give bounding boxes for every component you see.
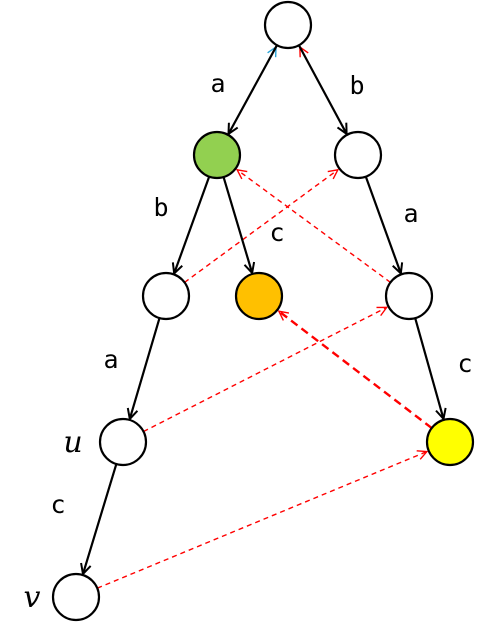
node-bac [425,417,475,467]
edge-label-root-to-a: a [210,69,225,98]
trie-nodes: uv [24,0,475,622]
node-a [192,130,242,180]
link-aba-to-ba [143,307,386,433]
edge-ab-to-aba [130,317,161,419]
edge-label-b-to-ba: a [403,199,418,228]
node-abac [51,572,101,622]
node-label-u: u [63,425,82,460]
edge-a-to-ab [174,176,211,274]
edge-label-root-to-b: b [349,71,364,100]
node-b [333,130,383,180]
link-bac-to-ac [279,310,433,429]
edge-label-ab-to-aba: a [103,345,118,374]
node-ab [141,271,191,321]
node-ac [234,271,284,321]
edge-ba-to-bac [414,317,443,419]
link-abac-to-bac [96,452,427,589]
edge-label-a-to-ac: c [269,218,284,247]
edge-label-ba-to-bac: c [457,349,472,378]
node-label-v: v [24,580,41,615]
edge-root-to-a [229,44,278,134]
node-root [263,0,313,50]
node-aba [98,417,148,467]
edge-label-aba-to-abac: c [50,490,65,519]
link-ab-to-b [184,170,338,283]
edge-aba-to-abac [83,463,118,574]
edge-b-to-ba [364,176,401,274]
edge-a-to-ac [222,176,253,273]
link-ba-to-a [237,170,391,283]
trie-edges: a b b c a a c c [50,44,473,574]
edge-label-a-to-ab: b [153,193,168,222]
node-ba [384,271,434,321]
edge-root-to-b [297,44,347,134]
